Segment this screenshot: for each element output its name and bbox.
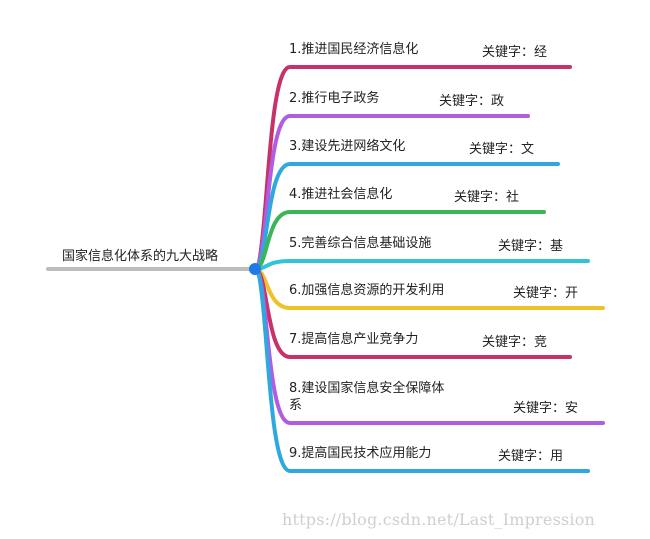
branch-keyword: 关键字：安	[513, 401, 579, 416]
branch-keyword: 关键字：竞	[482, 335, 548, 350]
branch-topic-text: 2.推行电子政务	[289, 91, 380, 106]
branch-topic[interactable]: 4.推进社会信息化	[289, 186, 392, 203]
root-node[interactable]	[249, 263, 261, 275]
branch-topic-text-line2: 系	[289, 398, 303, 413]
branch-topic[interactable]: 9.提高国民技术应用能力	[289, 445, 431, 462]
branch-topic-text: 3.建设先进网络文化	[289, 139, 406, 154]
branch-topic-text: 6.加强信息资源的开发利用	[289, 283, 445, 298]
branch-keyword: 关键字：经	[482, 45, 548, 60]
branch-topic[interactable]: 6.加强信息资源的开发利用	[289, 282, 444, 299]
branch-topic[interactable]: 2.推行电子政务	[289, 90, 379, 107]
branch-topic[interactable]: 3.建设先进网络文化	[289, 138, 405, 155]
branch-topic[interactable]: 8.建设国家信息安全保障体系	[289, 380, 444, 414]
watermark: https://blog.csdn.net/Last_Impression	[282, 510, 596, 529]
branch-topic-text: 8.建设国家信息安全保障体	[289, 381, 445, 396]
branch-keyword: 关键字：政	[439, 94, 505, 109]
branch-topic[interactable]: 5.完善综合信息基础设施	[289, 235, 431, 252]
branch-topic-text: 5.完善综合信息基础设施	[289, 236, 432, 251]
branch-topic-text: 1.推进国民经济信息化	[289, 42, 419, 57]
branch-line	[253, 259, 590, 271]
branch-topic[interactable]: 7.提高信息产业竞争力	[289, 331, 418, 348]
branch-topic-text: 9.提高国民技术应用能力	[289, 446, 432, 461]
branch-topic[interactable]: 1.推进国民经济信息化	[289, 41, 418, 58]
branch-topic-text: 4.推进社会信息化	[289, 187, 393, 202]
branch-keyword: 关键字：基	[498, 239, 564, 254]
branch-keyword: 关键字：用	[498, 449, 564, 464]
branch-keyword: 关键字：社	[454, 190, 520, 205]
branch-topic-text: 7.提高信息产业竞争力	[289, 332, 419, 347]
branch-keyword: 关键字：开	[513, 286, 579, 301]
branch-keyword: 关键字：文	[469, 142, 535, 157]
root-topic[interactable]: 国家信息化体系的九大战略	[62, 249, 219, 264]
branch-line	[253, 267, 590, 473]
